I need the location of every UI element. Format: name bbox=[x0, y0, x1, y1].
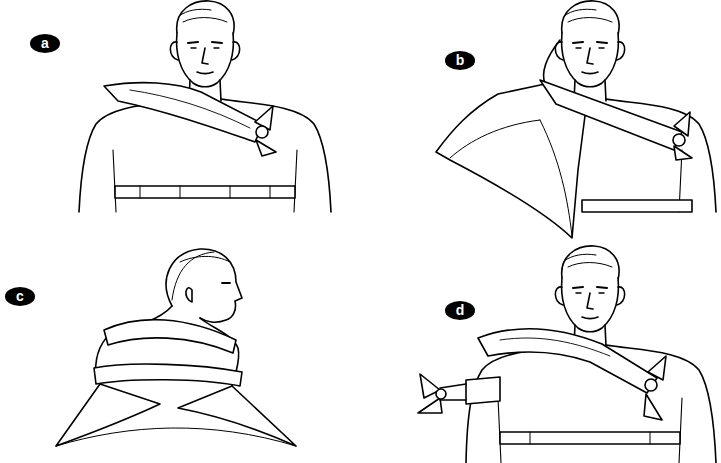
figure-d bbox=[418, 246, 716, 463]
callout-letter: b bbox=[445, 51, 475, 70]
callout-letter: a bbox=[30, 34, 60, 53]
callout-letter: c bbox=[5, 287, 35, 306]
figure-a bbox=[79, 1, 331, 212]
figure-b bbox=[436, 1, 716, 238]
callout-letter: d bbox=[445, 301, 475, 320]
figure-c bbox=[56, 249, 296, 446]
